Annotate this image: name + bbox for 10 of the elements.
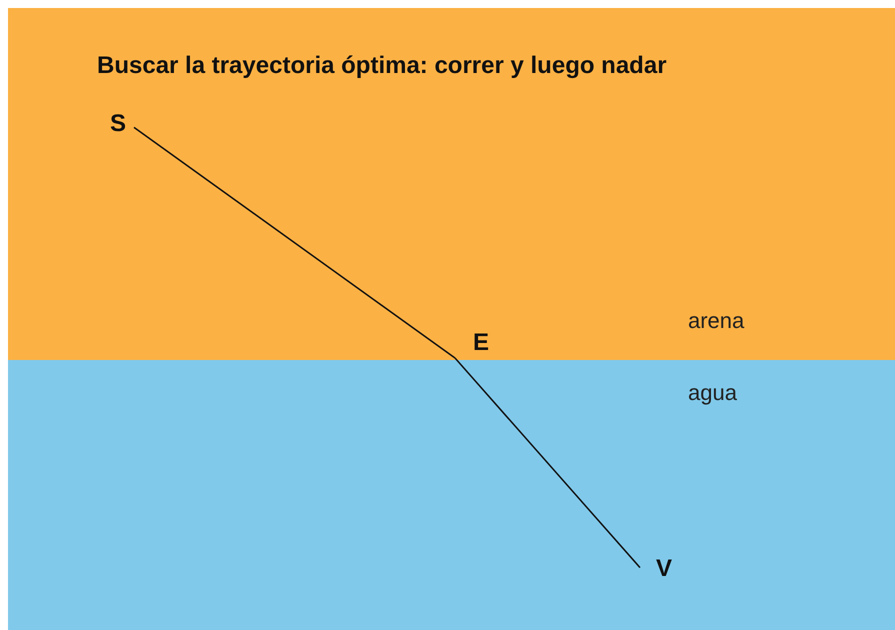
water-area <box>8 360 895 630</box>
point-label: V <box>640 555 672 583</box>
diagram-title: Buscar la trayectoria óptima: correr y luego nadar <box>97 51 667 81</box>
point-label: S <box>110 110 134 138</box>
point-label: E <box>455 328 489 358</box>
path-line <box>454 358 641 568</box>
path-line <box>134 126 456 359</box>
sand-area <box>8 8 895 360</box>
area-label: agua <box>688 382 737 404</box>
area-label: arena <box>688 310 744 332</box>
